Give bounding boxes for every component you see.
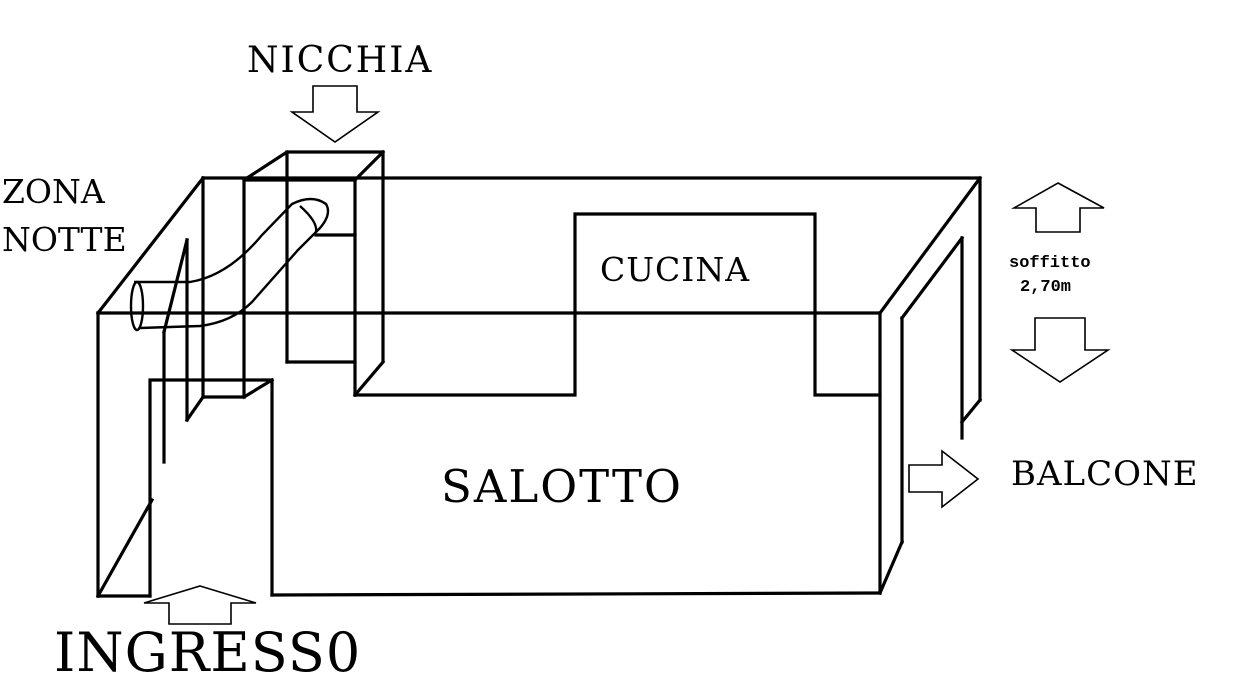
right-inner-top: [899, 235, 965, 321]
ceiling-arrow-down: [1009, 317, 1111, 383]
front-bottom-edge: [270, 591, 882, 597]
right-bottom-diagonal: [877, 539, 905, 596]
niche-arrow: [289, 85, 381, 143]
arrow-right-icon: [908, 449, 980, 509]
right-diagonal-edge: [877, 175, 983, 316]
back-wall-top: [201, 176, 982, 402]
arrow-up-icon: [1010, 182, 1105, 233]
entrance-arrow: [143, 585, 257, 625]
niche-label: NICCHIA: [247, 40, 433, 81]
arrow-up-icon: [143, 585, 257, 625]
balcony-arrow: [908, 449, 980, 509]
entrance-label: INGRESS0: [54, 621, 361, 681]
kitchen-label: CUCINA: [600, 250, 750, 289]
right-back-foot: [959, 397, 983, 425]
ceiling-arrow-up: [1010, 182, 1105, 233]
balcony-label: BALCONE: [1011, 454, 1199, 494]
room-outline: [95, 175, 983, 598]
niche-box: [242, 149, 386, 398]
night-zone-label-line1: ZONA: [2, 172, 106, 211]
night-zone-label-line2: NOTTE: [2, 220, 127, 259]
ceiling-label-line1: soffitto: [1009, 254, 1091, 273]
arrow-down-icon: [1009, 317, 1111, 383]
arrow-down-icon: [289, 85, 381, 143]
pipe-duct: [129, 197, 330, 332]
living-room-label: SALOTTO: [441, 460, 683, 513]
ceiling-label-line2: 2,70m: [1020, 278, 1071, 297]
entrance-doorway: [95, 176, 275, 599]
kitchen-wall: [353, 212, 882, 397]
left-diagonal-edge: [95, 175, 206, 316]
